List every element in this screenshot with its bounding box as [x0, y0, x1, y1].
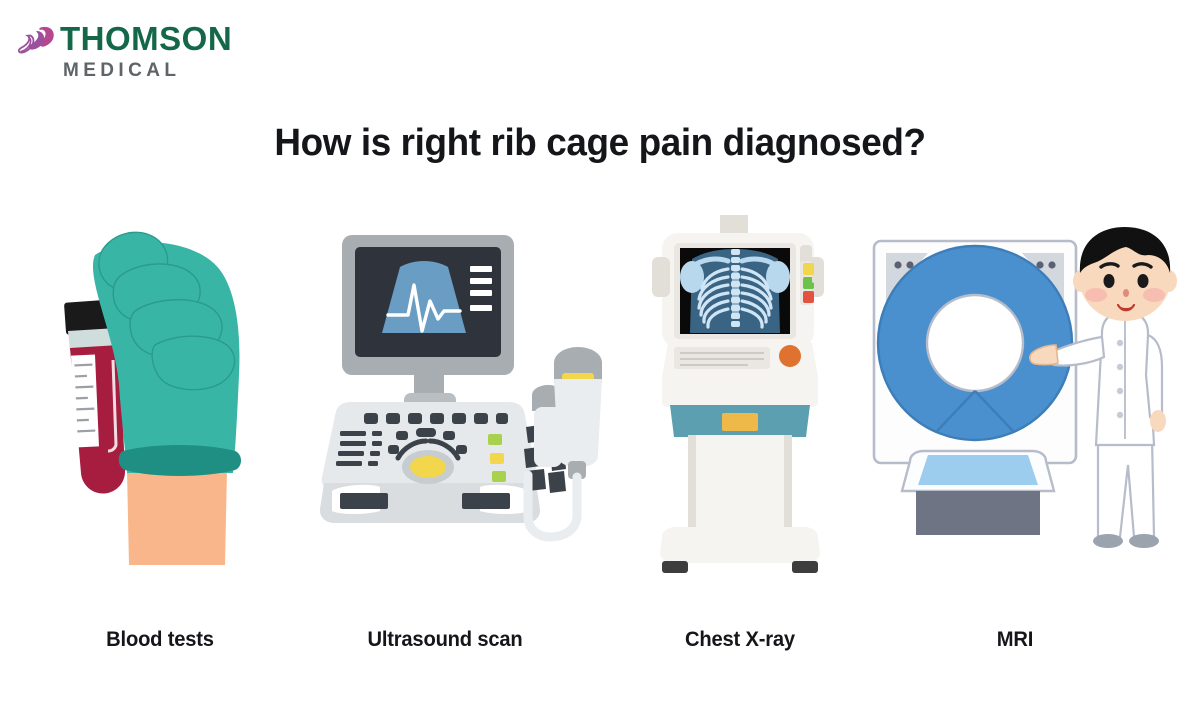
brand-wordmark: THOMSON MEDICAL	[60, 22, 232, 80]
brand-name-top: THOMSON	[60, 20, 233, 57]
doctor-figure	[1029, 227, 1177, 548]
brand-name-bottom: MEDICAL	[63, 60, 181, 81]
label-chest-xray: Chest X-ray	[685, 628, 795, 651]
brand-logo: THOMSON MEDICAL	[18, 22, 232, 80]
label-blood-tests: Blood tests	[106, 628, 214, 651]
illustration-row	[0, 215, 1200, 585]
gloved-hand	[92, 231, 241, 476]
illustration-blood-tests	[55, 215, 285, 585]
page-title: How is right rib cage pain diagnosed?	[274, 122, 926, 164]
label-mri: MRI	[996, 628, 1034, 651]
blood-vial	[64, 299, 126, 494]
butterfly-ribbon-icon	[18, 26, 54, 54]
label-row: Blood tests Ultrasound scan Chest X-ray …	[0, 628, 1200, 672]
illustration-ultrasound-scan	[310, 215, 620, 585]
illustration-mri	[862, 215, 1182, 585]
label-ultrasound-scan: Ultrasound scan	[367, 628, 523, 651]
illustration-chest-xray	[640, 215, 840, 585]
